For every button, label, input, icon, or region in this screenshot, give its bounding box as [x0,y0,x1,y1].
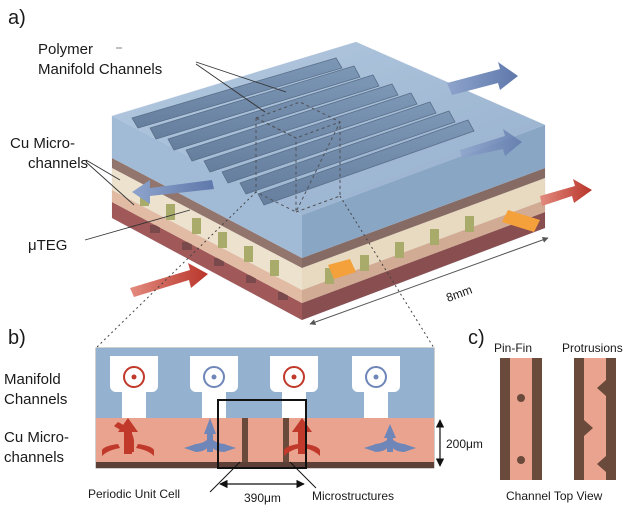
pin-fin-dot-1 [517,394,525,402]
height-label: 200μm [446,437,483,451]
scale-dimension-line [309,237,549,325]
polymer-manifold-label-line1: Polymer [38,41,93,58]
unit-cell-outline [254,101,342,213]
hot-arrow-right [540,179,592,206]
microstructure-right [283,418,289,462]
cu-microchannels-label-line1: Cu Micro- [10,135,75,152]
cu-microchannels-label-line2: channels [28,155,88,172]
teg-contact-tab-right [502,210,540,232]
panel-c-top-view: c) Pin-Fin Protrusions Channel Top View [468,327,623,503]
protrusions-label: Protrusions [562,341,623,355]
pin-fin-dot-2 [517,456,525,464]
protrusions-channel [574,358,616,480]
uteg-label: μTEG [28,237,67,254]
periodic-unit-cell-box [217,399,307,469]
pinfin-label: Pin-Fin [494,341,532,355]
periodic-unit-cell-label: Periodic Unit Cell [88,487,180,501]
hot-arrow-bottom [130,263,208,297]
cu-microchannel-layer [112,158,302,268]
manifold-channels-label-line2: Channels [4,391,67,408]
manifold-channels-label-line1: Manifold [4,371,61,388]
zoom-guide-lines [95,191,435,349]
pinfin-channel [500,358,542,480]
microstructures-label: Microstructures [312,489,394,503]
width-label: 390μm [244,491,281,505]
panel-c-letter: c) [468,327,485,349]
scale-label: 8mm [444,283,474,305]
panel-b-letter: b) [8,327,26,349]
panel-b-cross-section: b) Manifold Channels Cu Micro- channels … [4,327,483,505]
copper-microchannel-region [96,418,434,468]
panel-a-letter: a) [8,7,26,29]
flow-symbols [123,366,387,388]
channel-top-view-caption: Channel Top View [506,489,603,503]
microstructure-left [242,418,248,462]
outlet-arrow-left [132,180,214,204]
polymer-manifold-label-line2: Manifold Channels [38,61,162,78]
cu-microchannels-b-label-line2: channels [4,449,64,466]
panel-a-isometric-device: a) Polymer Manifold Channels Cu Micro- c… [8,7,592,325]
inlet-arrow-top-right [447,62,518,95]
cu-microchannels-b-label-line1: Cu Micro- [4,429,69,446]
